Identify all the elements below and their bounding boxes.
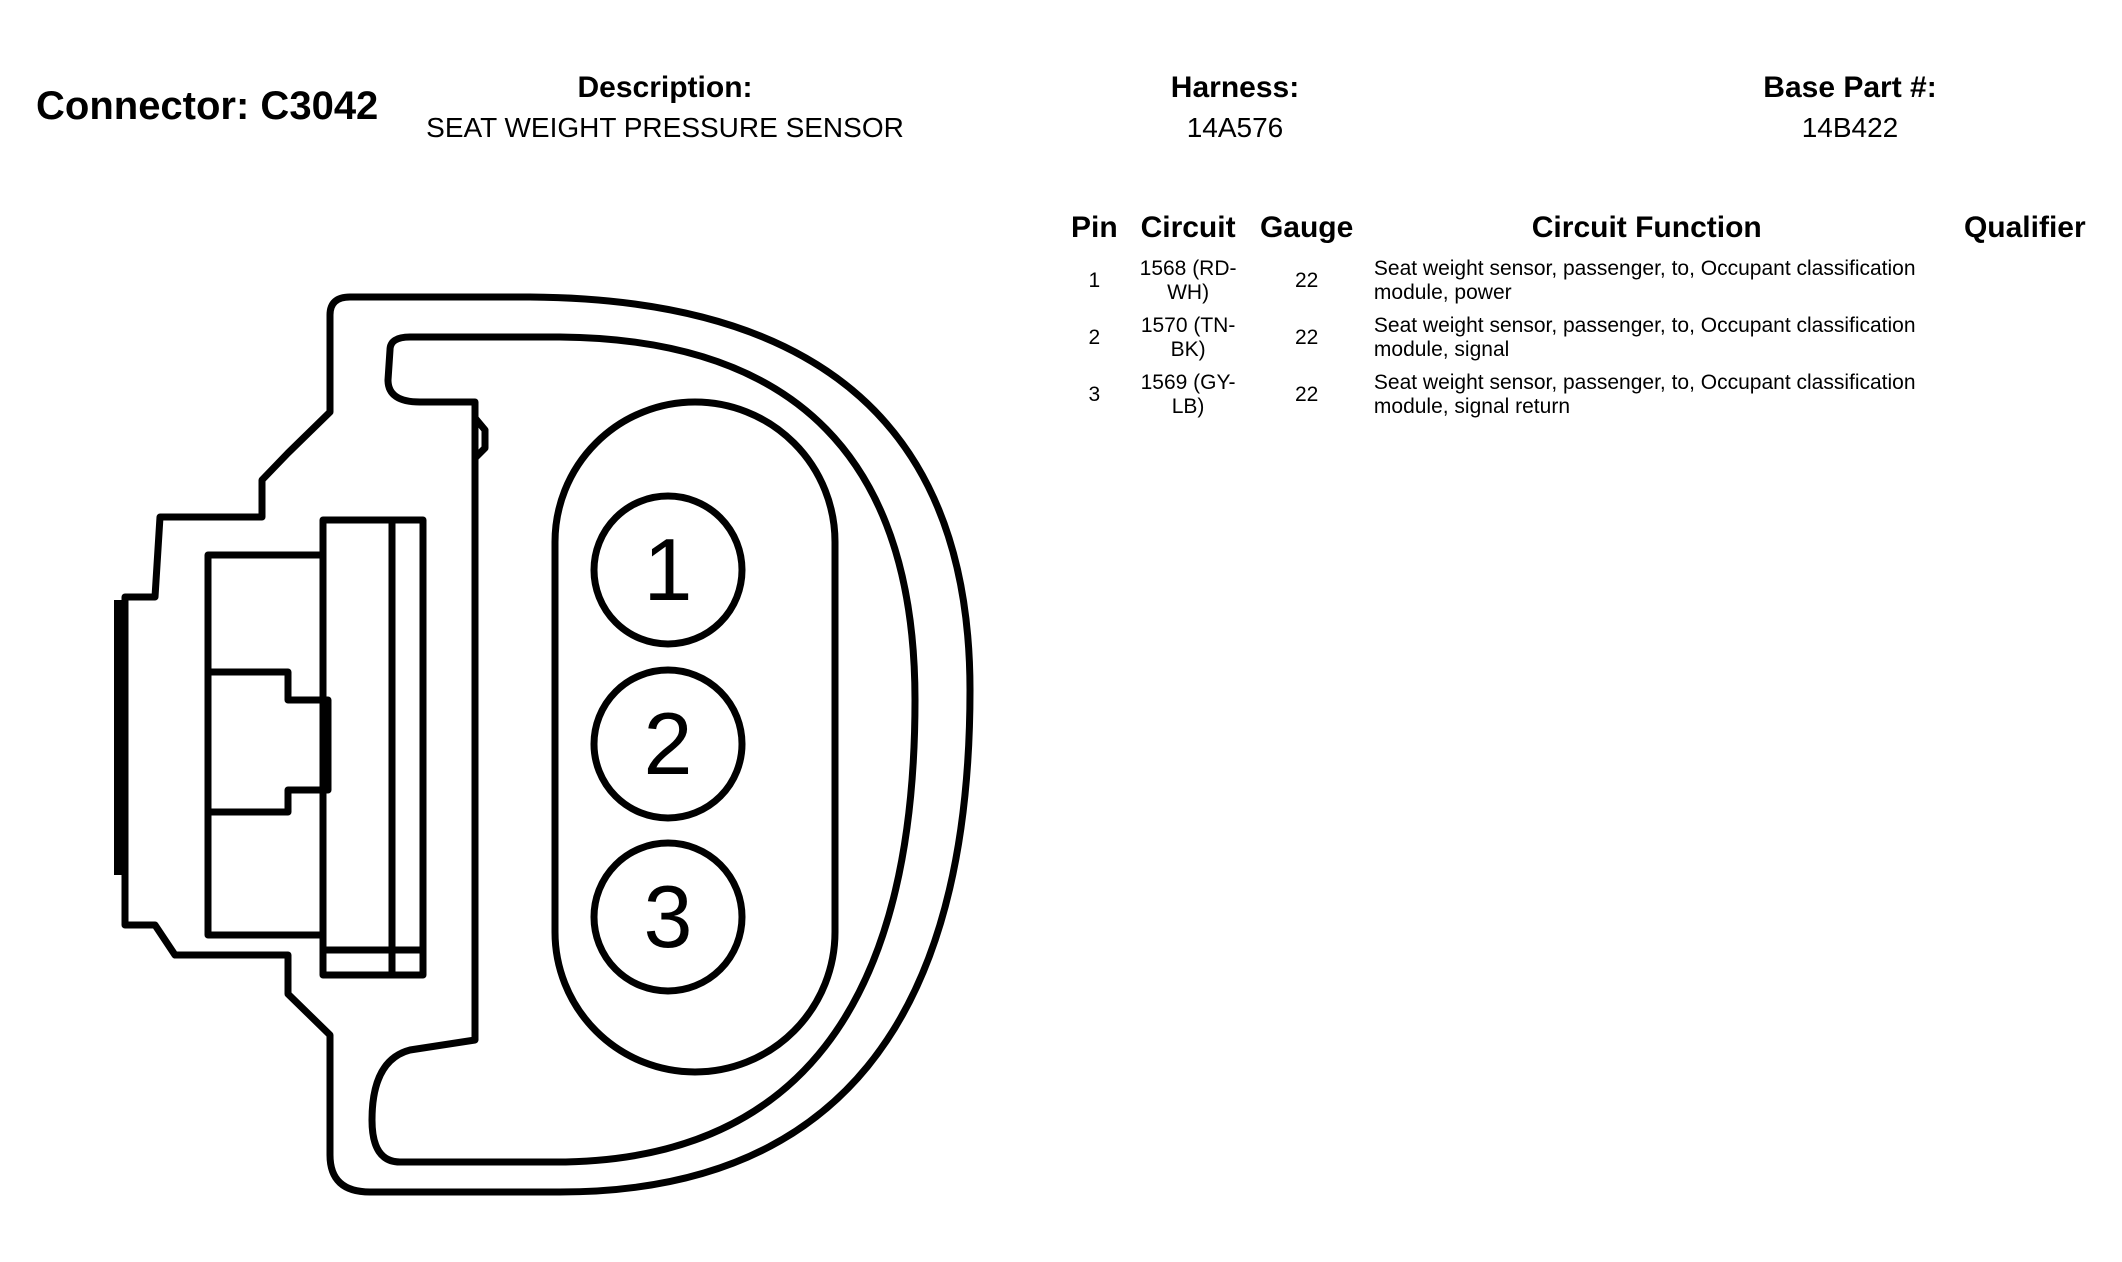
connector-title: Connector: C3042 [36, 84, 379, 128]
header-circuit: Circuit [1140, 211, 1236, 244]
cell-circuit-function: Seat weight sensor, passenger, to, Occup… [1373, 314, 1916, 361]
harness-label: Harness: [1170, 71, 1300, 104]
header-pin: Pin [1071, 211, 1118, 244]
pin-3-label: 3 [644, 867, 693, 966]
harness-value: 14A576 [1186, 112, 1284, 143]
cell-pin: 3 [1088, 383, 1101, 406]
cell-qualifier [1928, 368, 2122, 425]
harness-block: Harness: 14A576 [1100, 68, 1370, 148]
cell-qualifier [1928, 254, 2122, 311]
cell-pin: 1 [1088, 269, 1101, 292]
cell-pin: 2 [1088, 326, 1101, 349]
cell-circuit: 1570 (TN-BK) [1140, 314, 1236, 361]
housing-inner-outline [368, 333, 919, 1166]
table-header-row: Pin Circuit Gauge Circuit Function Quali… [1060, 206, 2122, 254]
base-part-block: Base Part #: 14B422 [1700, 68, 2000, 148]
pin-1-label: 1 [644, 520, 693, 619]
cell-circuit: 1568 (RD-WH) [1139, 257, 1237, 304]
cell-qualifier [1928, 311, 2122, 368]
pin-cavity-window [551, 398, 839, 1076]
header-qualifier: Qualifier [1963, 211, 2086, 244]
cell-circuit: 1569 (GY-LB) [1140, 371, 1236, 418]
table-row: 3 1569 (GY-LB) 22 Seat weight sensor, pa… [1060, 368, 2122, 425]
cell-gauge: 22 [1294, 269, 1319, 292]
cell-circuit-function: Seat weight sensor, passenger, to, Occup… [1373, 257, 1916, 304]
description-value: SEAT WEIGHT PRESSURE SENSOR [426, 112, 904, 143]
base-part-label: Base Part #: [1763, 71, 1937, 104]
pin-2-label: 2 [644, 694, 693, 793]
cell-gauge: 22 [1294, 383, 1319, 406]
pin-table: Pin Circuit Gauge Circuit Function Quali… [1060, 206, 2122, 425]
latch-tab [204, 668, 332, 816]
pin-3-circle [590, 839, 746, 995]
cell-gauge: 22 [1294, 326, 1319, 349]
header-circuit-function: Circuit Function [1531, 211, 1762, 244]
connector-diagram: 1 2 3 [114, 293, 974, 1196]
pin-2-circle [590, 666, 746, 822]
header-gauge: Gauge [1259, 211, 1354, 244]
table-row: 2 1570 (TN-BK) 22 Seat weight sensor, pa… [1060, 311, 2122, 368]
base-part-value: 14B422 [1801, 112, 1899, 143]
cell-circuit-function: Seat weight sensor, passenger, to, Occup… [1373, 371, 1916, 418]
description-label: Description: [577, 71, 753, 104]
table-row: 1 1568 (RD-WH) 22 Seat weight sensor, pa… [1060, 254, 2122, 311]
description-block: Description: SEAT WEIGHT PRESSURE SENSOR [380, 68, 950, 148]
latch-bar [319, 516, 396, 979]
pin-1-circle [590, 492, 746, 648]
housing-outer-outline [121, 293, 974, 1196]
